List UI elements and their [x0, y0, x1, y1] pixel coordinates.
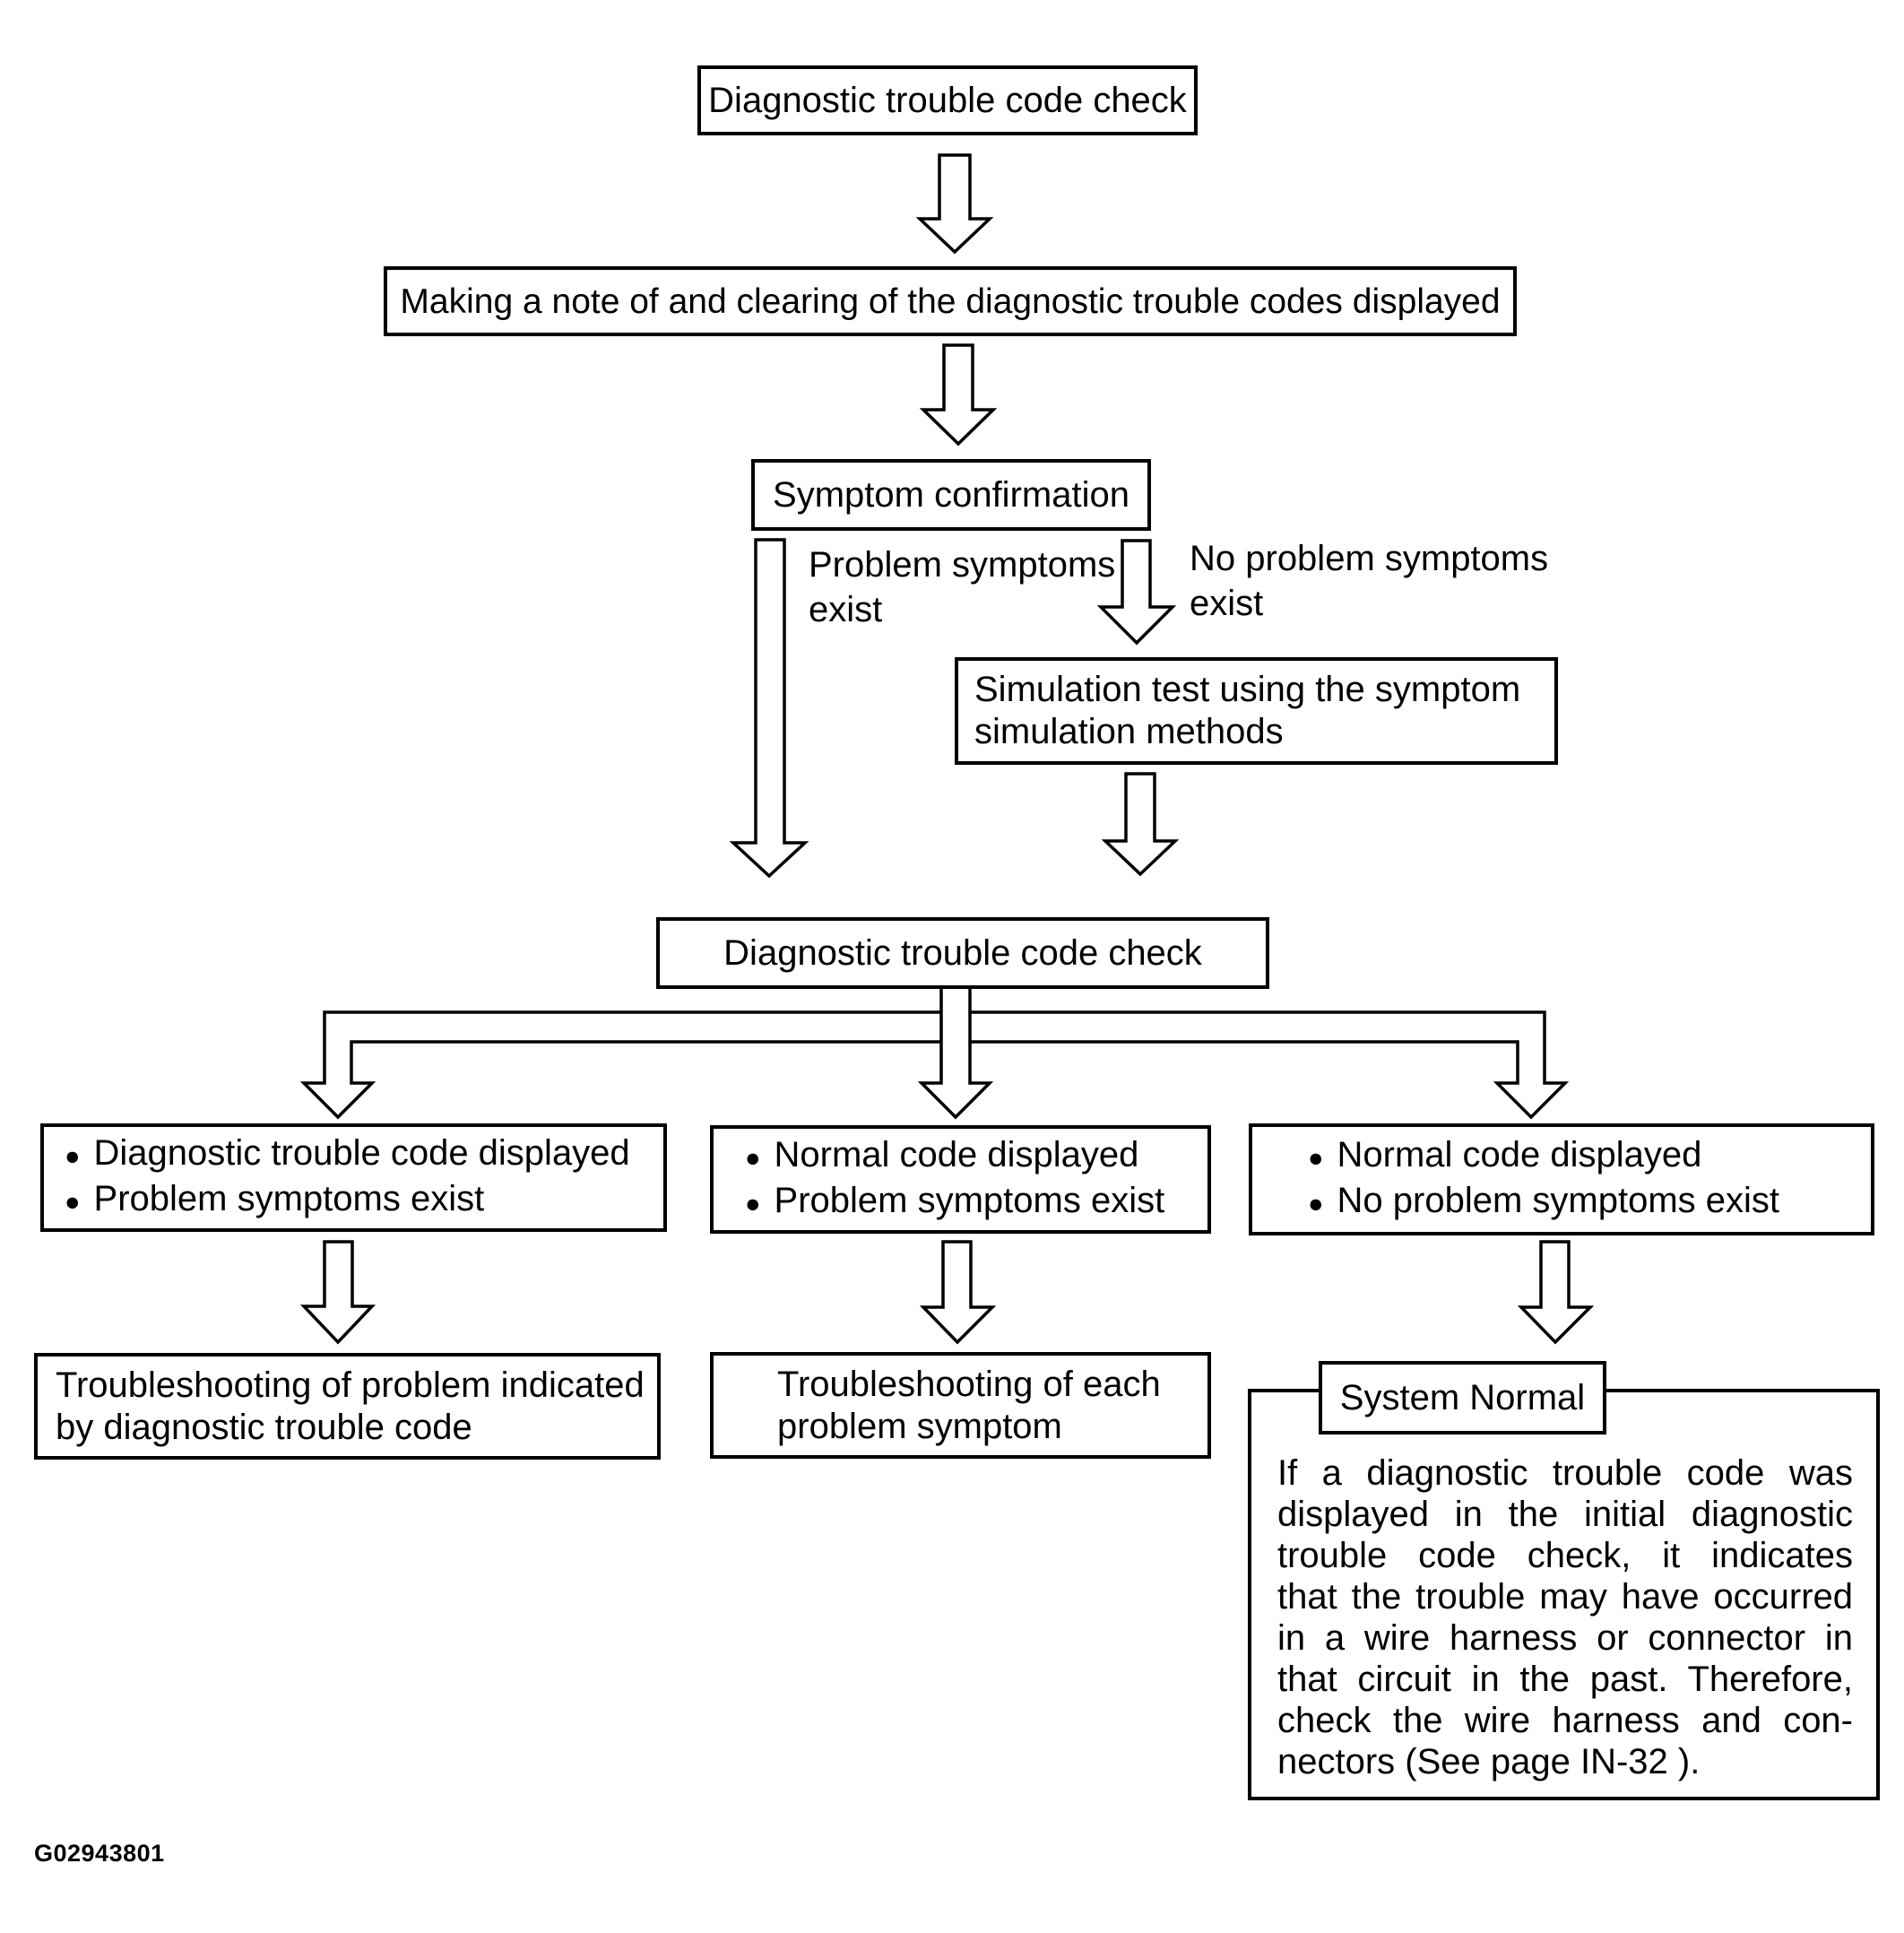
down-arrow-icon-no-problem-branch — [1096, 539, 1177, 646]
text-line: Problem symptoms — [809, 545, 1116, 585]
node-label: Symptom confirmation — [773, 474, 1129, 515]
down-arrow-icon — [919, 1240, 997, 1345]
bullet-text: Problem symptoms exist — [93, 1178, 485, 1218]
down-arrow-icon-problem-branch — [729, 538, 809, 879]
text-line: Simulation test using the symptom — [974, 670, 1521, 709]
bullet-text: Normal code displayed — [774, 1134, 1139, 1175]
bullet-dot-icon: ● — [745, 1143, 761, 1173]
paragraph-line: nectors (See page IN-32 ). — [1277, 1742, 1701, 1781]
node-label: Diagnostic trouble code check — [723, 932, 1202, 973]
down-arrow-icon — [1517, 1240, 1595, 1345]
node-note-and-clear: Making a note of and clearing of the dia… — [384, 266, 1517, 336]
bullet-dot-icon: ● — [65, 1141, 81, 1171]
node-label: System Normal — [1339, 1377, 1586, 1417]
text-line: problem symptom — [777, 1406, 1062, 1446]
node-outcome-normal-no-problem: ● Normal code displayed ● No problem sympto… — [1249, 1123, 1874, 1235]
bullet-item: ● Diagnostic trouble code displayed — [65, 1132, 630, 1178]
bullet-item: ● Normal code displayed — [1308, 1134, 1779, 1180]
bullet-text: Diagnostic trouble code displayed — [93, 1132, 630, 1173]
paragraph-line: that circuit in the past. Therefore, — [1277, 1660, 1853, 1699]
node-system-normal-title: System Normal — [1319, 1361, 1606, 1435]
figure-id-code: G02943801 — [34, 1840, 165, 1867]
paragraph-line: in a wire harness or connector in — [1277, 1618, 1853, 1658]
text-line: No problem symptoms — [1190, 539, 1549, 578]
text-line: exist — [809, 590, 883, 629]
bullet-dot-icon: ● — [1308, 1143, 1324, 1173]
edge-label-no-problem-symptoms-exist: No problem symptoms exist — [1190, 536, 1548, 626]
bullet-dot-icon: ● — [1308, 1189, 1324, 1218]
text-line: simulation methods — [974, 712, 1284, 751]
three-way-branch-connector — [299, 1010, 1570, 1120]
node-system-normal-note — [1248, 1389, 1880, 1800]
node-outcome-dtc-displayed-problem: ● Diagnostic trouble code displayed ● Probl… — [40, 1123, 667, 1232]
bullet-text: Problem symptoms exist — [774, 1180, 1165, 1220]
down-arrow-icon — [915, 153, 994, 255]
bullet-dot-icon: ● — [745, 1189, 761, 1218]
down-arrow-icon — [299, 1240, 376, 1345]
bullet-item: ● Problem symptoms exist — [65, 1178, 630, 1224]
node-outcome-normal-problem: ● Normal code displayed ● Problem symptoms … — [710, 1125, 1211, 1234]
paragraph-line: If a diagnostic trouble code was — [1277, 1453, 1853, 1493]
node-symptom-confirmation: Symptom confirmation — [751, 459, 1151, 531]
bullet-item: ● Problem symptoms exist — [745, 1180, 1164, 1226]
paragraph-line: that the trouble may have occurred — [1277, 1577, 1853, 1617]
bullet-text: Normal code displayed — [1337, 1134, 1702, 1175]
down-arrow-icon — [1101, 772, 1180, 877]
node-dtc-check-initial: Diagnostic trouble code check — [697, 65, 1198, 135]
node-dtc-check-second: Diagnostic trouble code check — [656, 917, 1269, 989]
text-line: by diagnostic trouble code — [56, 1407, 472, 1447]
edge-label-problem-symptoms-exist: Problem symptoms exist — [809, 542, 1115, 632]
bullet-item: ● Normal code displayed — [745, 1134, 1164, 1180]
down-arrow-icon — [919, 343, 998, 446]
down-arrow-icon-middle-branch — [917, 984, 994, 1120]
node-label: Diagnostic trouble code check — [708, 80, 1187, 120]
bullet-item: ● No problem symptoms exist — [1308, 1180, 1779, 1226]
paragraph-line: check the wire harness and con- — [1277, 1701, 1853, 1740]
paragraph-line: displayed in the initial diagnostic — [1277, 1495, 1853, 1534]
bullet-text: No problem symptoms exist — [1337, 1180, 1780, 1220]
paragraph-line: trouble code check, it indicates — [1277, 1536, 1853, 1575]
bullet-dot-icon: ● — [65, 1187, 81, 1217]
node-label: Making a note of and clearing of the dia… — [400, 282, 1501, 321]
text-line: Troubleshooting of each — [777, 1364, 1161, 1404]
text-line: exist — [1190, 584, 1264, 623]
text-line: Troubleshooting of problem indicated — [56, 1365, 645, 1405]
